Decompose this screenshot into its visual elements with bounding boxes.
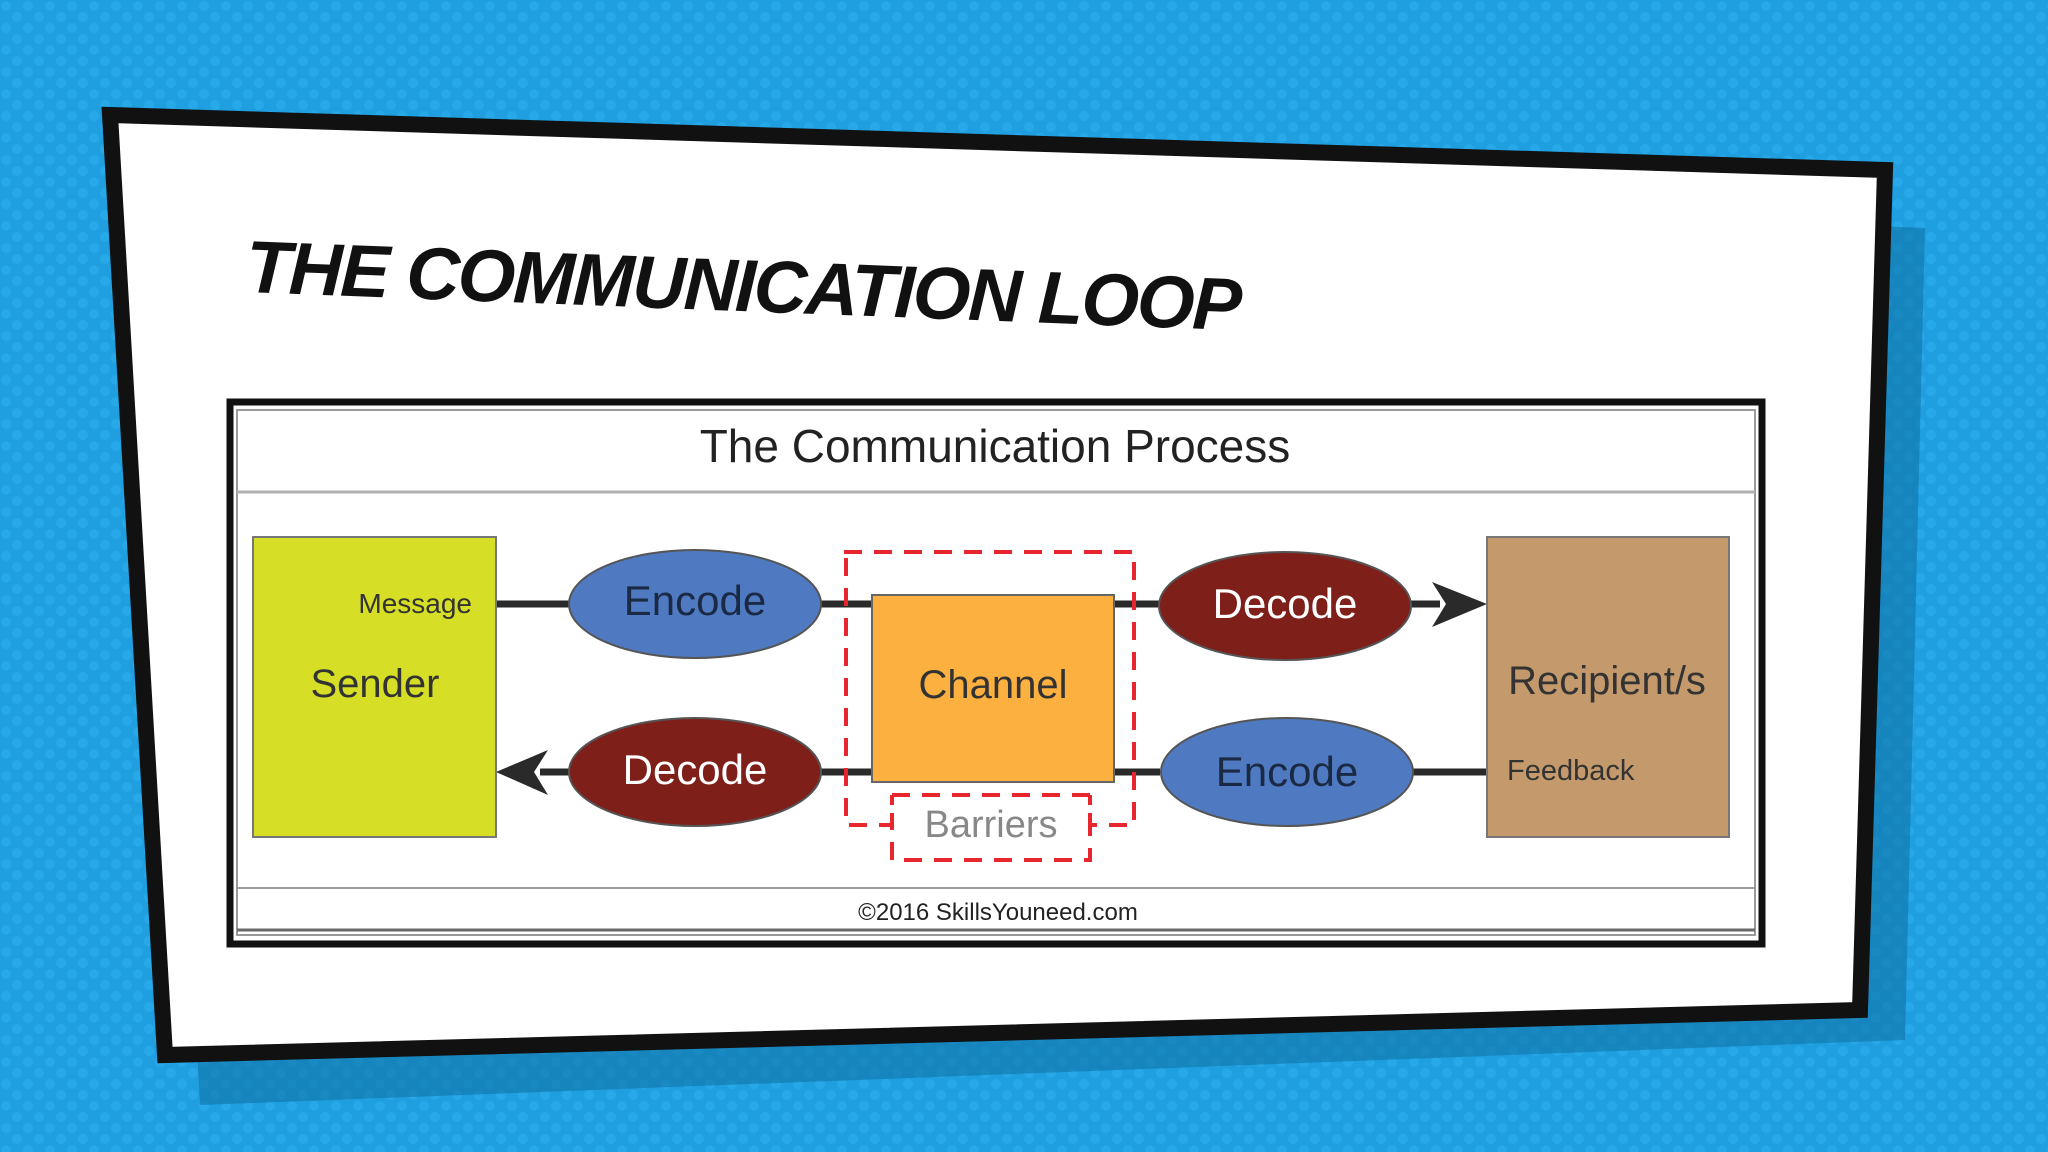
sender-box xyxy=(252,536,497,838)
recipient-box xyxy=(1486,536,1730,838)
channel-label: Channel xyxy=(918,663,1067,707)
diagram-inner-frame xyxy=(236,409,1756,936)
copyright-text: ©2016 SkillsYouneed.com xyxy=(858,899,1138,926)
message-label: Message xyxy=(358,588,472,619)
sender-label: Sender xyxy=(311,662,440,706)
decode-bottom-node xyxy=(568,717,822,827)
decode-top-node xyxy=(1158,551,1412,661)
channel-box xyxy=(871,594,1115,783)
encode-bottom-node xyxy=(1160,717,1414,827)
message-arrowhead xyxy=(1432,582,1487,627)
encode-top-node xyxy=(568,549,822,659)
decode-bottom-label: Decode xyxy=(623,746,768,793)
feedback-label: Feedback xyxy=(1507,755,1635,787)
feedback-arrowhead xyxy=(496,750,548,795)
encode-bottom-label: Encode xyxy=(1216,748,1358,795)
recipient-label: Recipient/s xyxy=(1508,659,1706,703)
diagram-title: The Communication Process xyxy=(700,420,1291,472)
encode-top-label: Encode xyxy=(624,577,766,624)
barriers-label: Barriers xyxy=(924,804,1057,846)
decode-top-label: Decode xyxy=(1213,580,1358,627)
